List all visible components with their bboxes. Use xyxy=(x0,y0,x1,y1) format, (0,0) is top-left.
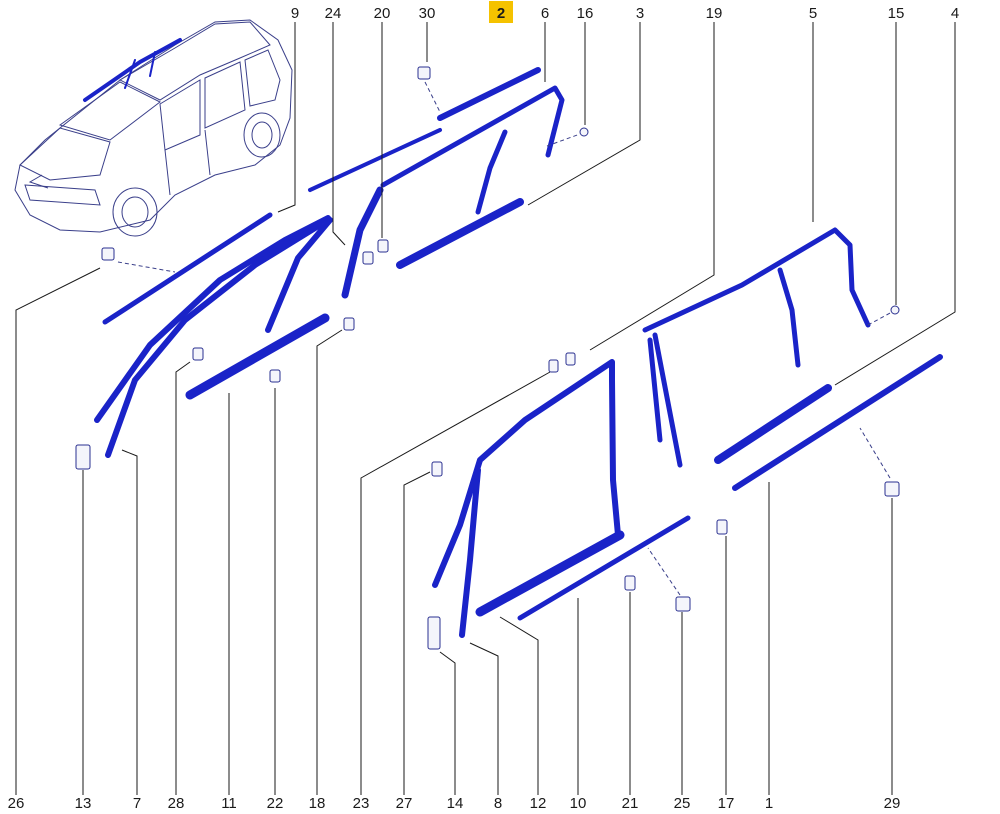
part-2-drip-moulding xyxy=(437,67,541,121)
part-10-lower-moulding xyxy=(517,515,691,621)
label-21: 21 xyxy=(622,795,639,812)
label-19: 19 xyxy=(706,5,723,22)
label-22: 22 xyxy=(267,795,284,812)
vehicle-illustration xyxy=(14,19,293,237)
label-26: 26 xyxy=(8,795,25,812)
label-9: 9 xyxy=(291,5,299,22)
label-3: 3 xyxy=(636,5,644,22)
part-3-lower-moulding xyxy=(396,198,524,269)
label-30: 30 xyxy=(419,5,436,22)
label-20: 20 xyxy=(374,5,391,22)
part-front-door-frame xyxy=(94,215,333,458)
label-1: 1 xyxy=(765,795,773,812)
part-11-sill-strip xyxy=(185,313,330,400)
top-labels: 9 24 20 30 2 6 16 3 19 5 15 4 xyxy=(291,5,959,22)
highlight-box xyxy=(489,1,513,23)
leader-lines xyxy=(15,22,956,795)
label-27: 27 xyxy=(396,795,413,812)
label-14: 14 xyxy=(447,795,464,812)
part-19-door-frame xyxy=(432,359,621,638)
label-15: 15 xyxy=(888,5,905,22)
label-2-highlighted: 2 xyxy=(497,5,505,22)
part-24-pillar xyxy=(341,186,384,299)
clips xyxy=(75,66,900,650)
label-11: 11 xyxy=(221,795,237,812)
label-6: 6 xyxy=(541,5,549,22)
label-12: 12 xyxy=(530,795,547,812)
part-12-belt-strip xyxy=(475,530,625,617)
part-1-sill-moulding xyxy=(732,354,943,491)
label-18: 18 xyxy=(309,795,326,812)
label-13: 13 xyxy=(75,795,92,812)
label-8: 8 xyxy=(494,795,502,812)
label-4: 4 xyxy=(951,5,959,22)
label-10: 10 xyxy=(570,795,587,812)
label-24: 24 xyxy=(325,5,342,22)
label-7: 7 xyxy=(133,795,141,812)
part-5-rear-door-frame xyxy=(642,227,871,468)
assembly-arrows xyxy=(117,81,893,596)
label-5: 5 xyxy=(809,5,817,22)
label-25: 25 xyxy=(674,795,691,812)
label-28: 28 xyxy=(168,795,185,812)
label-16: 16 xyxy=(577,5,594,22)
label-29: 29 xyxy=(884,795,901,812)
bottom-labels: 26 13 7 28 11 22 18 23 27 14 8 12 10 21 … xyxy=(8,795,901,812)
label-17: 17 xyxy=(718,795,735,812)
part-4-lower-strip xyxy=(714,384,832,464)
part-rear-roof-strip xyxy=(308,128,442,192)
part-6-rear-door-frame xyxy=(380,85,565,215)
label-23: 23 xyxy=(353,795,370,812)
part-9-upper-strip xyxy=(102,212,273,325)
